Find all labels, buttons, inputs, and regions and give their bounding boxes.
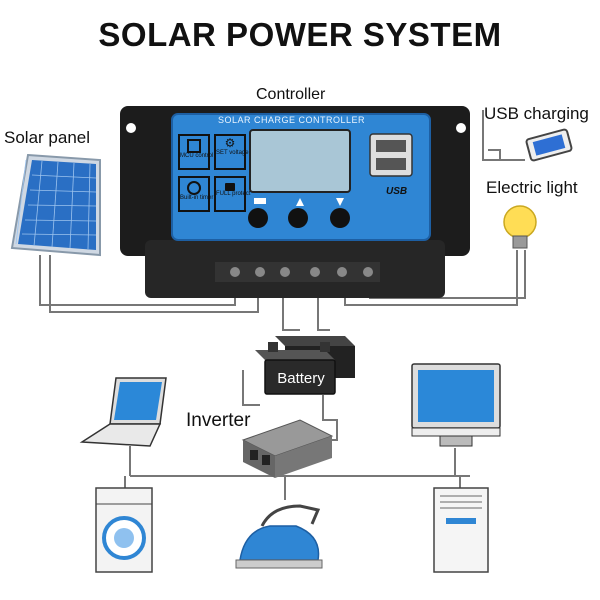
set-voltage-label: SET voltage — [216, 150, 249, 156]
charge-controller: USB — [120, 106, 470, 298]
clock-icon — [187, 181, 201, 195]
timer-button: Built-in timer — [178, 176, 214, 212]
wire-usb-2 — [488, 149, 525, 161]
washing-machine — [95, 487, 153, 573]
lock-icon — [225, 183, 235, 191]
terminal-block — [215, 262, 380, 282]
triangle-up-icon — [296, 198, 304, 206]
wire-usb — [482, 110, 500, 161]
wires — [39, 110, 526, 500]
mcu-chip-icon — [187, 139, 201, 153]
light-bulb — [503, 205, 537, 249]
gear-icon: ⚙ — [224, 136, 236, 150]
wire-controller-to-battery — [282, 283, 300, 331]
label-usb-charging: USB charging — [484, 104, 589, 123]
label-solar-panel: Solar panel — [4, 128, 91, 147]
usb-port-2 — [376, 158, 406, 170]
mcu-button-label: MCU control — [180, 153, 214, 159]
usb-port-1 — [376, 140, 406, 152]
wire-controller-to-battery-2 — [317, 283, 330, 331]
iron — [235, 504, 323, 569]
inverter — [241, 419, 334, 478]
mcu-button: MCU control — [178, 134, 214, 170]
battery — [255, 336, 355, 395]
page-title: SOLAR POWER SYSTEM — [98, 16, 502, 53]
label-controller: Controller — [256, 86, 326, 103]
air-conditioner — [433, 487, 489, 573]
usb-logo: USB — [386, 186, 407, 197]
menu-button — [248, 208, 268, 228]
triangle-down-icon — [336, 198, 344, 206]
full-protect-label: FULL protect — [216, 191, 251, 197]
lcd-screen — [249, 129, 351, 193]
down-button — [330, 208, 350, 228]
label-electric-light: Electric light — [486, 178, 578, 197]
up-button — [288, 208, 308, 228]
solar-panel — [10, 153, 101, 257]
monitor — [411, 363, 501, 447]
wire-battery-to-inverter — [242, 370, 260, 406]
controller-header: SOLAR CHARGE CONTROLLER — [218, 115, 366, 125]
full-protect-button: FULL protect — [214, 176, 251, 212]
label-inverter: Inverter — [186, 410, 251, 431]
battery-icon — [254, 198, 266, 204]
set-voltage-button: ⚙ SET voltage — [214, 134, 249, 170]
laptop — [79, 377, 167, 447]
phone — [525, 128, 573, 162]
label-battery: Battery — [277, 370, 325, 387]
timer-button-label: Built-in timer — [180, 195, 214, 201]
